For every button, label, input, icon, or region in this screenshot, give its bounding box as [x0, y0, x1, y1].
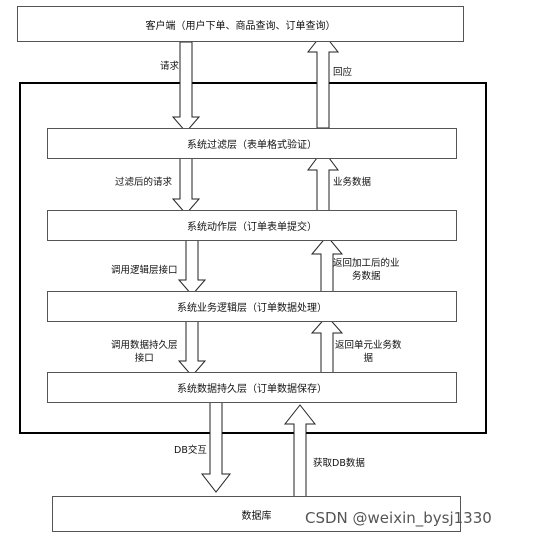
database-label: 数据库: [241, 510, 272, 522]
arrow-up-return-unit: [310, 315, 344, 374]
database-box: 数据库: [52, 496, 461, 532]
arrow-up-response: [306, 32, 340, 129]
watermark: CSDN @weixin_bysj1330: [305, 509, 492, 527]
label-call-persistence: 调用数据持久层 接口: [111, 339, 178, 365]
action-layer-box: 系统动作层（订单表单提交）: [47, 210, 457, 241]
client-box: 客户端（用户下单、商品查询、订单查询）: [17, 6, 464, 42]
filter-layer-label: 系统过滤层（表单格式验证）: [187, 140, 317, 151]
action-layer-label: 系统动作层（订单表单提交）: [187, 222, 317, 233]
label-call-persistence-line2: 接口: [134, 353, 154, 364]
label-return-processed: 返回加工后的业 务数据: [333, 257, 400, 283]
label-return-processed-line2: 务数据: [352, 271, 381, 282]
label-call-logic: 调用逻辑层接口: [111, 265, 178, 276]
business-layer-box: 系统业务逻辑层（订单数据处理）: [47, 291, 457, 322]
label-business-data: 业务数据: [333, 177, 372, 188]
label-call-persistence-line1: 调用数据持久层: [111, 340, 178, 351]
filter-layer-box: 系统过滤层（表单格式验证）: [47, 128, 457, 159]
label-fetch-db: 获取DB数据: [313, 458, 365, 469]
label-filtered-request: 过滤后的请求: [115, 177, 173, 188]
client-label: 客户端（用户下单、商品查询、订单查询）: [145, 20, 336, 32]
persistence-layer-box: 系统数据持久层（订单数据保存）: [47, 372, 457, 403]
arrow-up-fetch-db: [283, 404, 317, 498]
label-return-unit-line1: 返回单元业务数: [335, 340, 402, 351]
label-return-processed-line1: 返回加工后的业: [333, 258, 400, 269]
arrow-up-return-processed: [310, 235, 344, 293]
arrow-up-business-data: [307, 149, 339, 212]
label-db-interact: DB交互: [174, 445, 207, 456]
system-frame: [19, 82, 487, 434]
persistence-layer-label: 系统数据持久层（订单数据保存）: [177, 384, 327, 395]
label-response: 回应: [333, 67, 353, 78]
label-return-unit: 返回单元业务数 据: [335, 339, 402, 365]
arrow-down-db-interact: [200, 396, 232, 493]
business-layer-label: 系统业务逻辑层（订单数据处理）: [177, 303, 327, 314]
arrow-down-call-persistence: [177, 317, 207, 377]
arrow-down-filtered-request: [171, 154, 201, 215]
label-return-unit-line2: 据: [363, 353, 374, 364]
label-request: 请求: [160, 61, 180, 72]
arrow-down-call-logic: [177, 235, 207, 296]
arrow-down-request: [171, 41, 201, 133]
